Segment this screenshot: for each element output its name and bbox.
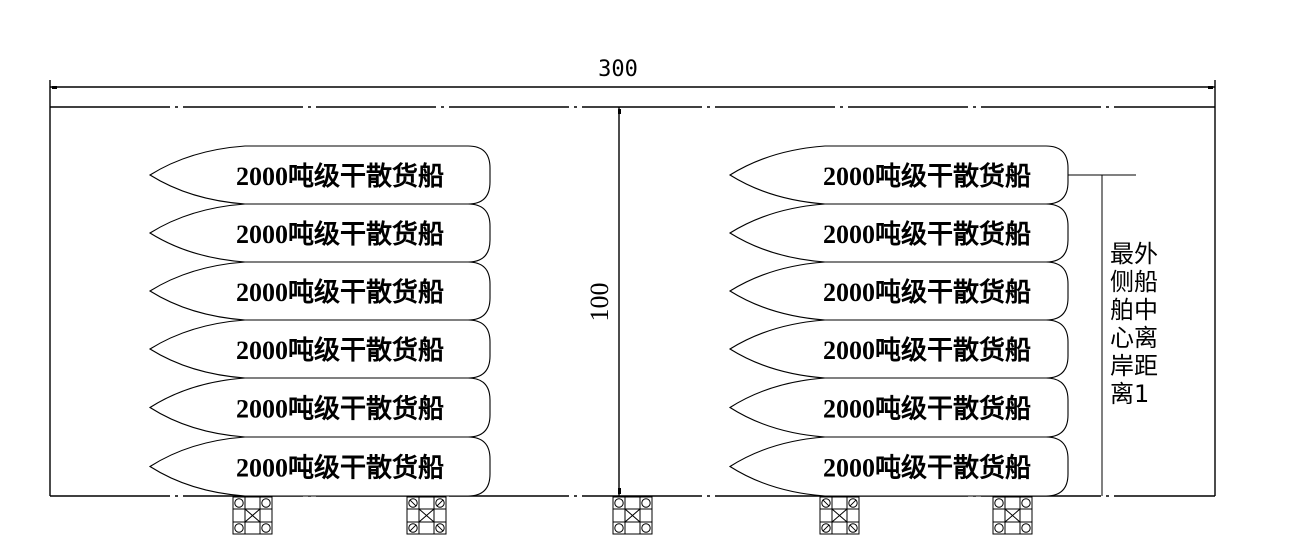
bollard-bolt-icon	[614, 523, 624, 533]
ship-label: 2000吨级干散货船	[823, 161, 1031, 191]
ship-label: 2000吨级干散货船	[236, 453, 444, 483]
note-line: 离1	[1110, 380, 1149, 408]
ship-label: 2000吨级干散货船	[823, 277, 1031, 307]
depth-dimension: 100	[585, 107, 621, 496]
bollard-frame	[819, 496, 860, 535]
bollard-frame	[612, 496, 653, 535]
ship-label: 2000吨级干散货船	[823, 219, 1031, 249]
bollard-frame	[406, 496, 447, 535]
bollard	[406, 496, 447, 535]
ship: 2000吨级干散货船	[148, 145, 491, 205]
bollard-bolt-icon	[994, 498, 1004, 508]
ship-hull	[148, 261, 491, 321]
ship: 2000吨级干散货船	[728, 261, 1069, 321]
bollard-bolt-icon	[1021, 498, 1031, 508]
depth-arrow-top	[618, 109, 621, 114]
ship-hull	[148, 145, 491, 205]
ship: 2000吨级干散货船	[728, 377, 1069, 438]
ship: 2000吨级干散货船	[148, 377, 491, 438]
left-ship-group: 2000吨级干散货船 2000吨级干散货船 2000吨级干散货船 2000吨级干散货船…	[148, 145, 491, 497]
ship-label: 2000吨级干散货船	[236, 161, 444, 191]
ship-hull	[728, 377, 1069, 438]
ship-label: 2000吨级干散货船	[823, 453, 1031, 483]
bollard-bolt-icon	[821, 523, 831, 533]
bollard-frame	[232, 496, 273, 535]
ship-hull	[148, 319, 491, 379]
bollard-group	[232, 496, 1033, 535]
bollard-bolt-icon	[408, 523, 418, 533]
bollard-bolt-icon	[994, 523, 1004, 533]
width-dimension-label: 300	[598, 57, 638, 82]
ship-hull	[728, 436, 1069, 497]
bollard	[992, 496, 1033, 535]
ship-label: 2000吨级干散货船	[823, 394, 1031, 424]
ship: 2000吨级干散货船	[728, 145, 1069, 205]
bollard-bolt-icon	[261, 498, 271, 508]
ship: 2000吨级干散货船	[148, 203, 491, 263]
ship-hull	[148, 377, 491, 438]
depth-arrow-bottom	[618, 488, 621, 494]
bollard-bolt-icon	[848, 498, 858, 508]
dimension-arrow-right	[1208, 86, 1213, 89]
bollard-bolt-icon	[641, 523, 651, 533]
ship-hull	[728, 319, 1069, 379]
bollard-bolt-icon	[614, 498, 624, 508]
bollard-bolt-icon	[435, 523, 445, 533]
bollard-bolt-icon	[435, 498, 445, 508]
bollard-bolt-icon	[848, 523, 858, 533]
width-dimension: 300	[50, 57, 1215, 89]
bollard-bolt-icon	[234, 498, 244, 508]
depth-dimension-label: 100	[585, 283, 614, 322]
ship-hull	[148, 436, 491, 497]
ship-label: 2000吨级干散货船	[236, 394, 444, 424]
ship-label: 2000吨级干散货船	[236, 219, 444, 249]
ship: 2000吨级干散货船	[148, 261, 491, 321]
note-line: 心离	[1110, 324, 1158, 352]
dimension-arrow-left	[52, 86, 57, 89]
bollard	[612, 496, 653, 535]
ship-hull	[728, 261, 1069, 321]
note-line: 岸距	[1110, 352, 1158, 380]
bollard-bolt-icon	[408, 498, 418, 508]
bollard-frame	[992, 496, 1033, 535]
bollard-bolt-icon	[821, 498, 831, 508]
ship-hull	[148, 203, 491, 263]
ship: 2000吨级干散货船	[148, 436, 491, 497]
bollard	[232, 496, 273, 535]
ship: 2000吨级干散货船	[728, 319, 1069, 379]
ship-hull	[728, 203, 1069, 263]
ship-label: 2000吨级干散货船	[236, 277, 444, 307]
ship-label: 2000吨级干散货船	[823, 335, 1031, 365]
note-line: 最外	[1110, 240, 1158, 268]
bollard	[819, 496, 860, 535]
bollard-bolt-icon	[234, 523, 244, 533]
right-ship-group: 2000吨级干散货船 2000吨级干散货船 2000吨级干散货船 2000吨级干散货船…	[728, 145, 1069, 497]
note-line: 侧船	[1110, 268, 1158, 296]
ship-label: 2000吨级干散货船	[236, 335, 444, 365]
bollard-bolt-icon	[1021, 523, 1031, 533]
bollard-bolt-icon	[641, 498, 651, 508]
bollard-bolt-icon	[261, 523, 271, 533]
note-line: 舶中	[1110, 296, 1158, 324]
ship: 2000吨级干散货船	[728, 203, 1069, 263]
ship: 2000吨级干散货船	[148, 319, 491, 379]
ship: 2000吨级干散货船	[728, 436, 1069, 497]
ship-hull	[728, 145, 1069, 205]
